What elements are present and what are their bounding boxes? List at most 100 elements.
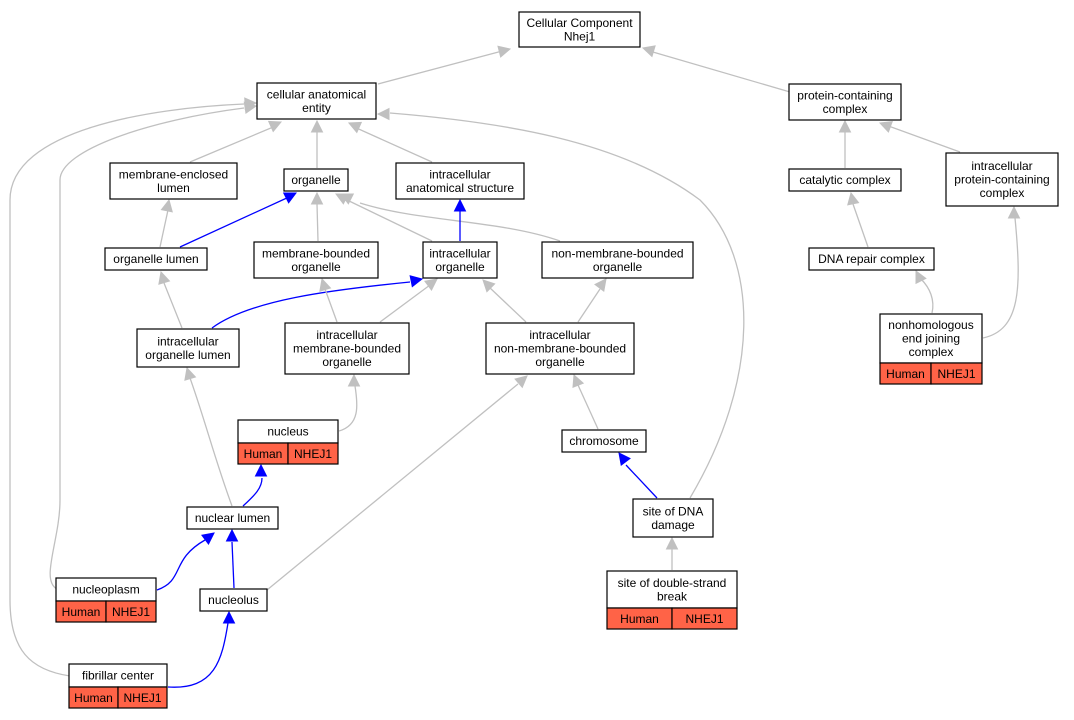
annotation-gene: NHEJ1 — [685, 612, 723, 626]
arrowhead — [594, 278, 607, 292]
go-term-box — [395, 162, 525, 200]
edge-line — [156, 539, 206, 591]
go-term-label: site of DNA — [643, 504, 704, 518]
edge-imbo-io — [379, 278, 438, 323]
arrowhead — [641, 45, 656, 58]
edge-io-ias — [453, 198, 467, 241]
go-term-label: organelle — [593, 260, 643, 274]
go-term-node-nlo[interactable]: nucleolus — [199, 588, 268, 612]
go-term-node-cat[interactable]: catalytic complex — [788, 168, 902, 192]
edge-line — [882, 123, 961, 153]
go-term-node-drc[interactable]: DNA repair complex — [808, 247, 935, 271]
edge-ias-cae — [347, 121, 433, 163]
go-term-node-org[interactable]: organelle — [283, 168, 349, 192]
arrowhead — [376, 107, 390, 121]
annotation-gene: NHEJ1 — [937, 367, 975, 381]
annotation-cell — [287, 442, 339, 465]
edge-sdd-cae — [376, 107, 745, 499]
go-term-label: organelle — [291, 173, 341, 187]
arrowhead — [244, 97, 258, 110]
arrowhead — [282, 192, 298, 204]
go-term-node-nl[interactable]: nuclear lumen — [186, 506, 279, 530]
edge-line — [189, 377, 233, 507]
go-term-label: organelle lumen — [145, 348, 230, 362]
edge-org-cae — [310, 119, 324, 168]
edge-line — [389, 112, 745, 499]
arrowhead — [847, 191, 860, 206]
arrowhead — [158, 270, 171, 285]
go-term-label: organelle — [322, 355, 372, 369]
arrowhead — [482, 279, 496, 293]
go-term-node-inmbo[interactable]: intracellularnon-membrane-boundedorganel… — [485, 322, 635, 375]
edge-mel-cae — [189, 120, 283, 163]
edge-line — [167, 622, 229, 688]
edge-ipcc-pcc — [878, 121, 961, 153]
go-term-node-ol[interactable]: organelle lumen — [104, 247, 208, 271]
edge-line — [351, 125, 433, 163]
arrowhead — [225, 528, 239, 542]
go-term-label: complex — [909, 345, 954, 359]
arrowhead — [254, 463, 268, 477]
edge-nlo-inmbo — [266, 375, 528, 591]
go-term-label: site of double-strand — [618, 576, 727, 590]
go-term-label: chromosome — [569, 434, 639, 448]
edge-line — [179, 196, 290, 248]
arrowhead — [201, 532, 215, 545]
edge-nuc-imbo — [338, 373, 361, 432]
edge-nhej-ipcc — [982, 205, 1021, 339]
go-term-node-chr[interactable]: chromosome — [561, 429, 647, 453]
go-term-box — [788, 83, 902, 121]
go-term-box — [485, 322, 635, 375]
go-term-label: cellular anatomical — [267, 87, 366, 101]
edge-line — [379, 284, 431, 323]
go-term-label: DNA repair complex — [818, 252, 925, 266]
edge-line — [231, 541, 235, 589]
edge-line — [189, 124, 279, 163]
edge-line — [316, 203, 319, 242]
go-term-box — [518, 11, 641, 48]
edge-iol-io — [211, 275, 424, 329]
arrowhead — [514, 375, 528, 389]
edge-imbo-mbo — [319, 277, 338, 323]
go-term-label: nucleolus — [208, 593, 259, 607]
edge-line — [920, 278, 934, 314]
go-term-label: membrane-bounded — [293, 342, 401, 356]
edge-chr-inmbo — [572, 373, 599, 430]
arrowhead — [310, 119, 324, 133]
edge-cae-root — [377, 45, 512, 85]
go-term-label: membrane-bounded — [262, 246, 370, 260]
edge-nl-nuc — [242, 463, 268, 507]
go-term-label: catalytic complex — [799, 173, 890, 187]
arrowhead — [1007, 205, 1021, 219]
go-term-box — [788, 168, 902, 192]
arrowhead — [347, 121, 363, 134]
arrowhead — [572, 373, 585, 389]
go-term-box — [256, 82, 377, 120]
go-term-label: nucleoplasm — [72, 583, 139, 597]
annotation-species: Human — [886, 367, 925, 381]
edge-line — [266, 383, 519, 591]
edge-line — [159, 209, 169, 248]
arrowhead — [409, 275, 424, 288]
edge-mbo-org — [310, 191, 324, 242]
annotation-gene: NHEJ1 — [294, 447, 332, 461]
